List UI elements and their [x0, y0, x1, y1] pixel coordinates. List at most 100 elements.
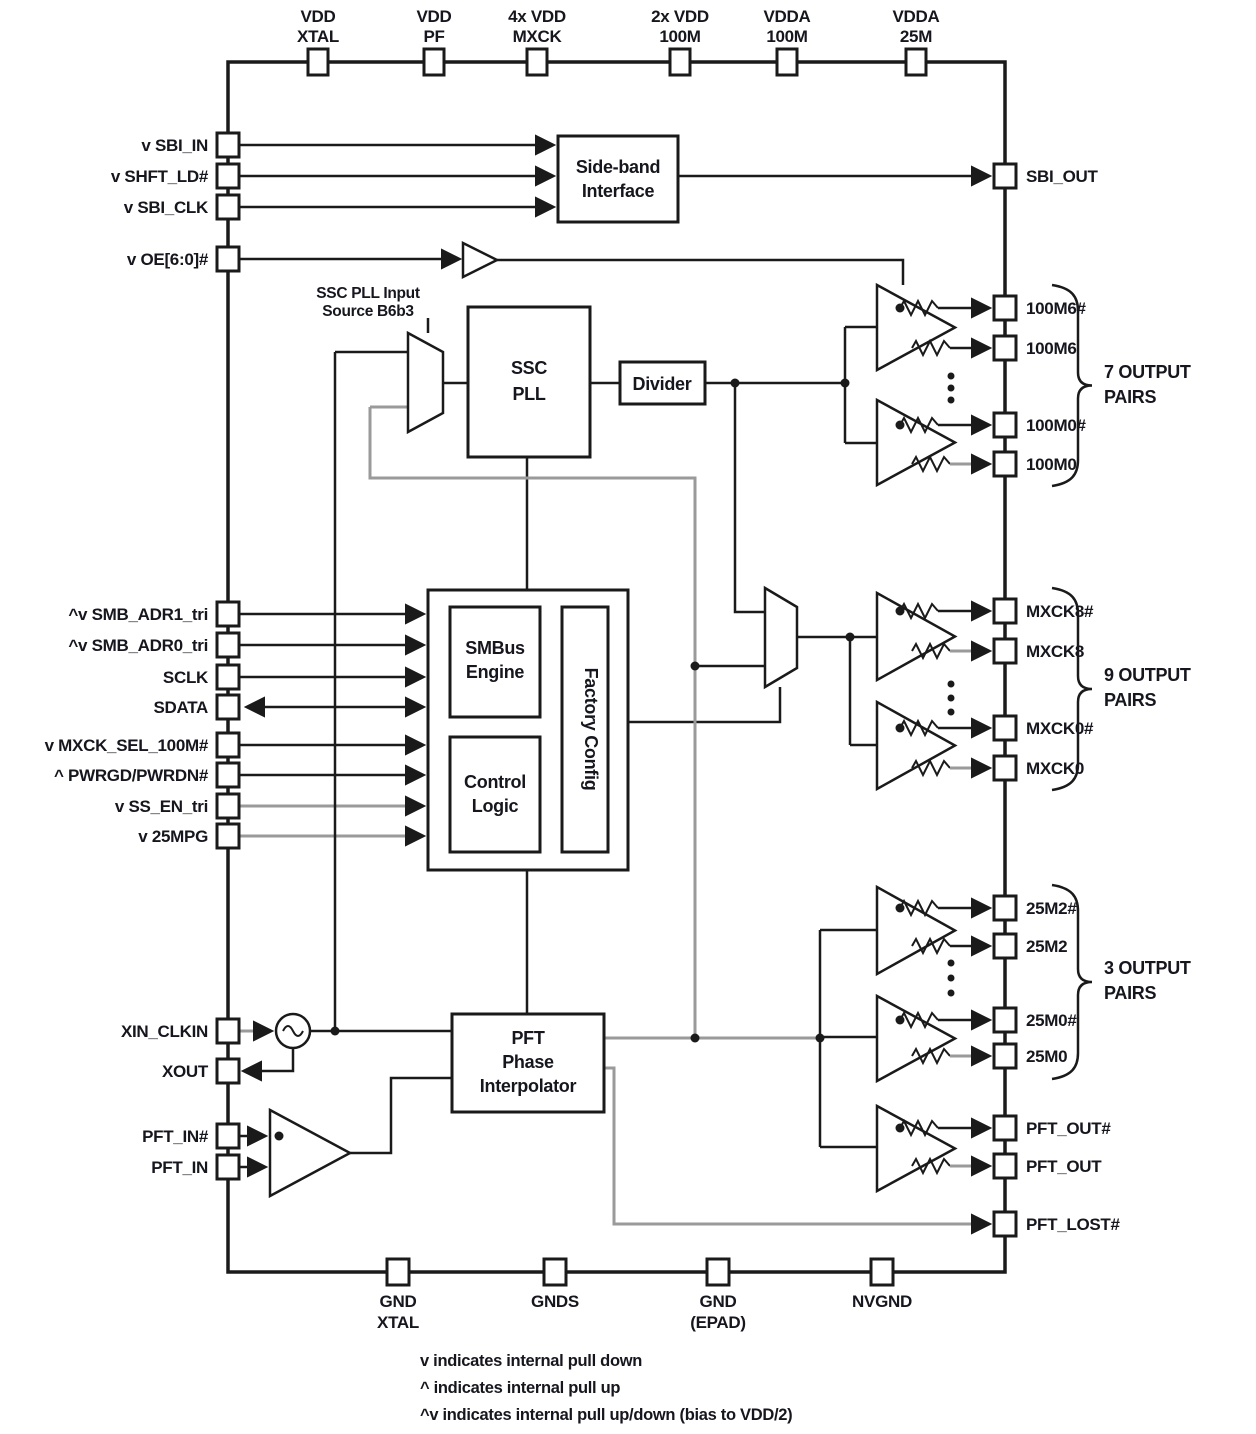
- label-factory-config: Factory Config: [581, 668, 601, 791]
- pin-ss-en: [215, 792, 241, 820]
- svg-text:PF: PF: [423, 27, 444, 46]
- label-smb-adr1: ^v SMB_ADR1_tri: [68, 605, 208, 624]
- label-divider: Divider: [633, 374, 692, 394]
- pin-sbi-clk: [215, 193, 241, 221]
- pin-vdd-mxck: [525, 47, 549, 77]
- label-nvgnd: NVGND: [852, 1292, 912, 1311]
- labels-right-pins: SBI_OUT 100M6# 100M6 100M0# 100M0 MXCK8#…: [1026, 167, 1121, 1234]
- svg-text:PAIRS: PAIRS: [1104, 387, 1156, 407]
- wires-gray-feedback: [368, 405, 993, 1235]
- label-mxck8: MXCK8: [1026, 642, 1084, 661]
- label-control-1: Control: [464, 772, 526, 792]
- mux-mxck-icon: [763, 585, 799, 690]
- pin-100m6: [992, 334, 1018, 362]
- label-shft-ld: v SHFT_LD#: [111, 167, 209, 186]
- label-pft-2: Phase: [502, 1052, 554, 1072]
- label-pwrgd: ^ PWRGD/PWRDN#: [54, 766, 209, 785]
- block-divider: [618, 360, 707, 406]
- label-mxck-sel: v MXCK_SEL_100M#: [45, 736, 209, 755]
- label-gnd-xtal: GND: [380, 1292, 417, 1311]
- pin-gnds: [542, 1257, 568, 1287]
- wires-25m-pft: [818, 928, 877, 1149]
- label-smbus-2: Engine: [466, 662, 524, 682]
- pin-sbi-in: [215, 131, 241, 159]
- labels-left-pins: v SBI_IN v SHFT_LD# v SBI_CLK v OE[6:0]#…: [45, 136, 210, 1177]
- pin-mxck0: [992, 754, 1018, 782]
- pin-25m2: [992, 932, 1018, 960]
- pin-mxck0-n: [992, 714, 1018, 742]
- pin-mxck-sel: [215, 731, 241, 759]
- pin-25mpg: [215, 822, 241, 850]
- pin-100m6-n: [992, 294, 1018, 322]
- label-pll: PLL: [512, 384, 545, 404]
- pins-left: [215, 131, 241, 1181]
- pin-smb-adr0: [215, 631, 241, 659]
- output-buffers-100m: [875, 282, 993, 488]
- brace-7-output-pairs: [1051, 283, 1093, 488]
- svg-text:25M: 25M: [900, 27, 932, 46]
- output-buffers-25m: [875, 884, 993, 1084]
- label-control-2: Logic: [472, 796, 519, 816]
- pin-25m0-n: [992, 1006, 1018, 1034]
- block-smbus-engine: [448, 605, 542, 719]
- label-mxck0-n: MXCK0#: [1026, 719, 1094, 738]
- pin-gnd-epad: [705, 1257, 731, 1287]
- legend-footnotes: v indicates internal pull down ^ indicat…: [420, 1352, 793, 1424]
- label-sbi-out: SBI_OUT: [1026, 167, 1098, 186]
- block-control-logic: [448, 735, 542, 854]
- oe-buffer-icon: [461, 240, 500, 280]
- pin-vdd-100m: [668, 47, 692, 77]
- pin-pwrgd: [215, 761, 241, 789]
- crystal-oscillator-icon: [274, 1012, 312, 1050]
- labels-output-groups: 7 OUTPUT PAIRS 9 OUTPUT PAIRS 3 OUTPUT P…: [1104, 362, 1191, 1003]
- label-25m0-n: 25M0#: [1026, 1011, 1077, 1030]
- label-xin-clkin: XIN_CLKIN: [121, 1022, 208, 1041]
- label-100m0: 100M0: [1026, 455, 1076, 474]
- labels-bottom-pins: GND XTAL GNDS GND (EPAD) NVGND: [377, 1292, 912, 1332]
- label-mxck0: MXCK0: [1026, 759, 1084, 778]
- brace-3-output-pairs: [1051, 883, 1093, 1081]
- wires-mxck: [628, 635, 877, 747]
- label-vdd-mxck: 4x VDD: [508, 7, 566, 26]
- pin-vdda-25m: [904, 47, 928, 77]
- brace-9-output-pairs: [1051, 586, 1093, 792]
- footnote-pull-down: v indicates internal pull down: [420, 1352, 642, 1370]
- label-vdd-100m: 2x VDD: [651, 7, 709, 26]
- label-pft-lost: PFT_LOST#: [1026, 1215, 1120, 1234]
- pin-sclk: [215, 663, 241, 691]
- label-mux-source: SSC PLL Input Source B6b3: [316, 285, 420, 320]
- svg-text:100M: 100M: [766, 27, 807, 46]
- label-vdd-xtal: VDD: [301, 7, 336, 26]
- wires-crystal: [239, 1020, 452, 1178]
- label-oe: v OE[6:0]#: [127, 250, 209, 269]
- pins-bottom: [385, 1257, 895, 1287]
- label-ssc: SSC: [511, 358, 547, 378]
- pin-pft-in-n: [215, 1122, 241, 1150]
- svg-text:XTAL: XTAL: [377, 1313, 419, 1332]
- label-gnd-epad: GND: [700, 1292, 737, 1311]
- label-9-output: 9 OUTPUT: [1104, 665, 1191, 685]
- labels-blocks: Side-band Interface SSC PLL Divider SMBu…: [464, 157, 692, 1096]
- pin-mxck8: [992, 637, 1018, 665]
- svg-text:(EPAD): (EPAD): [690, 1313, 746, 1332]
- label-7-output: 7 OUTPUT: [1104, 362, 1191, 382]
- label-pft-in: PFT_IN: [151, 1158, 208, 1177]
- label-mxck8-n: MXCK8#: [1026, 602, 1094, 621]
- label-pft-3: Interpolator: [480, 1076, 577, 1096]
- pin-pft-in: [215, 1153, 241, 1181]
- pin-pft-out: [992, 1152, 1018, 1180]
- label-sdata: SDATA: [153, 698, 208, 717]
- svg-text:100M: 100M: [659, 27, 700, 46]
- pin-sdata: [215, 693, 241, 721]
- pin-100m0-n: [992, 411, 1018, 439]
- labels-top-pins: VDD XTAL VDD PF 4x VDD MXCK 2x VDD 100M …: [297, 7, 940, 46]
- label-100m6: 100M6: [1026, 339, 1076, 358]
- label-pft-out: PFT_OUT: [1026, 1157, 1102, 1176]
- pin-25m2-n: [992, 894, 1018, 922]
- label-sbi-in: v SBI_IN: [141, 136, 208, 155]
- block-sideband-interface: [556, 134, 680, 224]
- label-pft-1: PFT: [511, 1028, 544, 1048]
- label-100m6-n: 100M6#: [1026, 299, 1086, 318]
- label-sclk: SCLK: [163, 668, 209, 687]
- label-sbi-clk: v SBI_CLK: [124, 198, 209, 217]
